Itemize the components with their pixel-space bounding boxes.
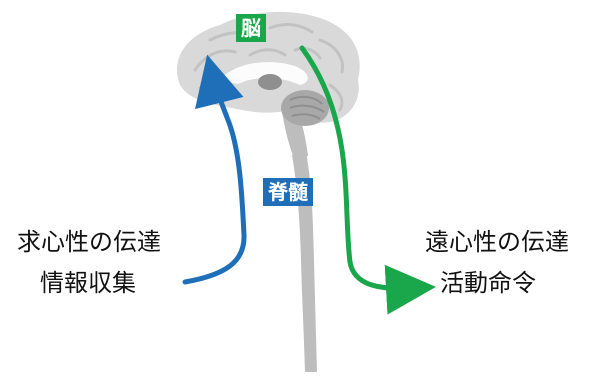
efferent-arrow (299, 45, 436, 315)
spinal-cord-illustration (282, 110, 317, 372)
efferent-label: 遠心性の伝達 (425, 228, 569, 256)
afferent-arrow (182, 54, 247, 285)
spinal-cord-tag: 脊髄 (263, 178, 313, 206)
brain-tag: 脳 (236, 14, 266, 42)
afferent-label: 求心性の伝達 (17, 228, 161, 256)
afferent-sublabel: 情報収集 (40, 269, 136, 297)
efferent-sublabel: 活動命令 (440, 269, 536, 297)
